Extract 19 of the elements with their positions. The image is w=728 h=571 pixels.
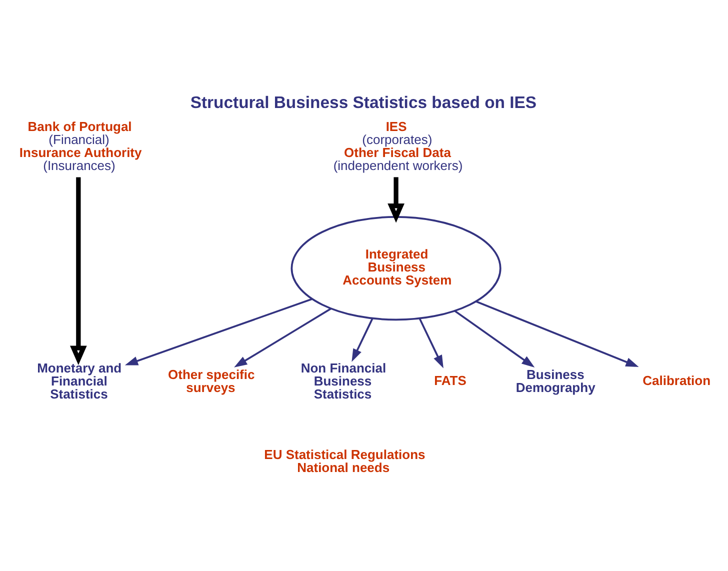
node-text: Bank of Portugal (Financial) Insurance Authority (Insurances) [19,118,142,173]
arrow [352,318,374,362]
label: EU Statistical Regulations [264,447,426,462]
arrow [70,177,87,366]
node-text: Monetary and Financial Statistics [37,360,122,402]
arrow [418,318,444,368]
node-text: IES (corporates) Other Fiscal Data (independent workers) [333,118,463,173]
arrow [124,298,312,366]
node-ellipse: Integrated Business Accounts System [290,216,502,321]
arrow [476,300,639,367]
node-text: Business Demography [516,367,596,396]
arrow [454,310,535,368]
node-text: Non Financial Business Statistics [300,360,386,402]
arrow [234,308,332,368]
arrow [388,177,404,223]
node-text: Other specific surveys [168,367,255,396]
diagram-title: Structural Business Statistics based on IES [190,92,537,112]
node-text: FATS [434,373,466,388]
node-text: Calibration [642,373,711,388]
